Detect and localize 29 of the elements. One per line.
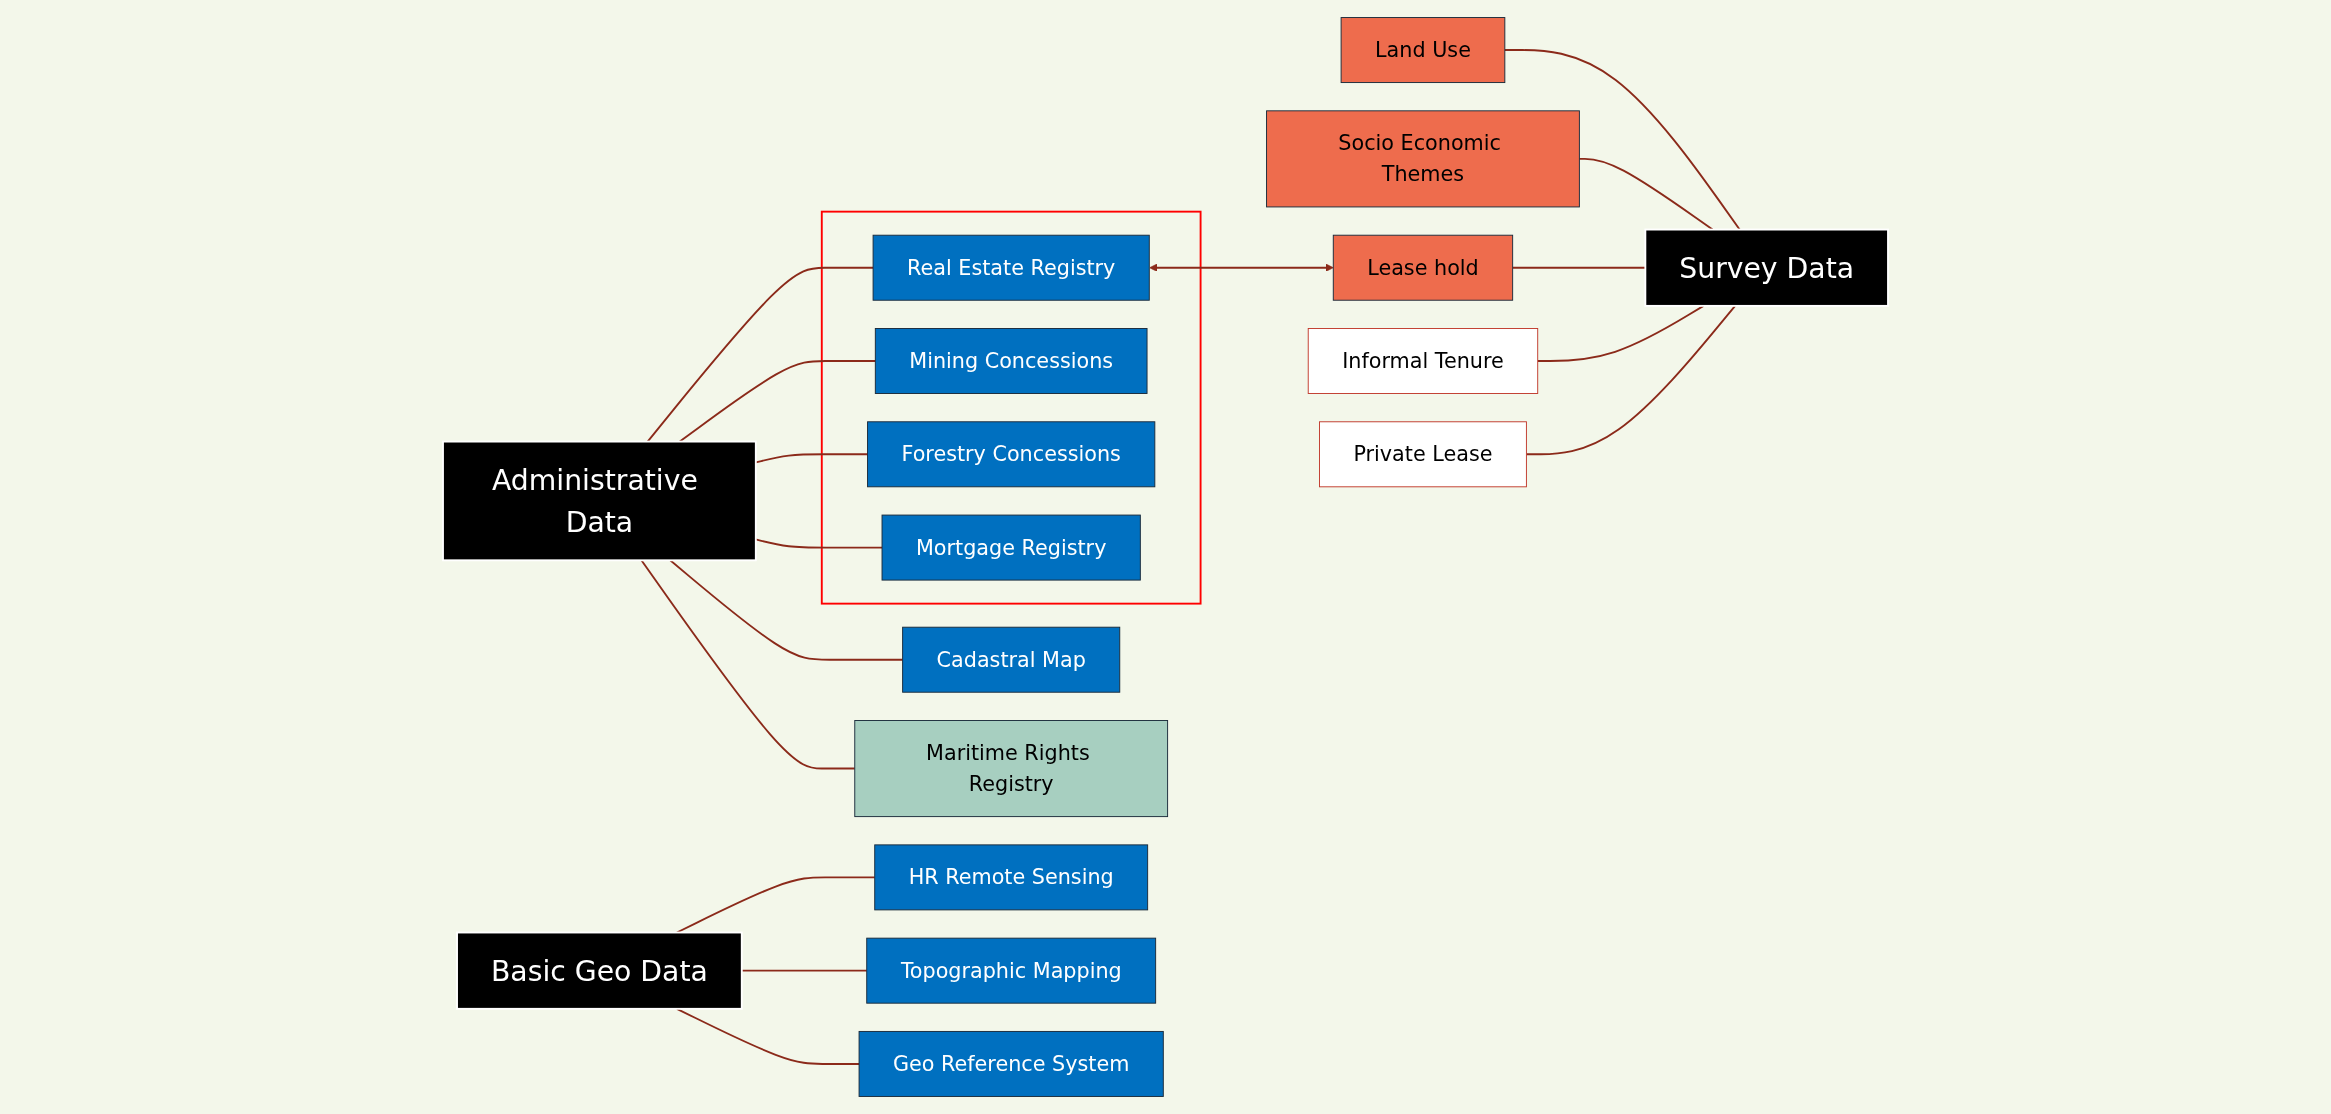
node-box: Land Use	[1340, 17, 1506, 84]
connector	[1525, 304, 1737, 456]
node-box: Geo Reference System	[858, 1030, 1164, 1097]
node-box: Cadastral Map	[902, 626, 1121, 693]
connector	[675, 1007, 860, 1065]
node-box: Maritime Rights Registry	[854, 720, 1169, 818]
connector	[675, 876, 876, 934]
node-box: Lease hold	[1332, 234, 1514, 301]
node-box: HR Remote Sensing	[874, 844, 1149, 911]
connector	[646, 266, 875, 443]
node-box: Mining Concessions	[874, 328, 1148, 394]
node-box: Real Estate Registry	[872, 234, 1150, 301]
node-box: Socio Economic Themes	[1266, 110, 1580, 208]
connector	[678, 360, 877, 443]
node-box: Basic Geo Data	[456, 931, 743, 1010]
node-box: Administrative Data	[442, 440, 757, 562]
node-box: Informal Tenure	[1307, 328, 1539, 394]
connector	[640, 559, 856, 770]
connector	[1503, 49, 1741, 231]
node-box: Mortgage Registry	[881, 514, 1141, 581]
node-box: Topographic Mapping	[866, 937, 1157, 1004]
node-box: Private Lease	[1319, 421, 1527, 488]
cluster	[820, 210, 1202, 605]
connector	[669, 559, 904, 661]
node-box: Forestry Concessions	[867, 421, 1156, 488]
arrow	[1149, 263, 1334, 272]
node-box: Survey Data	[1644, 228, 1889, 307]
connector	[1578, 157, 1714, 231]
connector	[1536, 304, 1705, 362]
